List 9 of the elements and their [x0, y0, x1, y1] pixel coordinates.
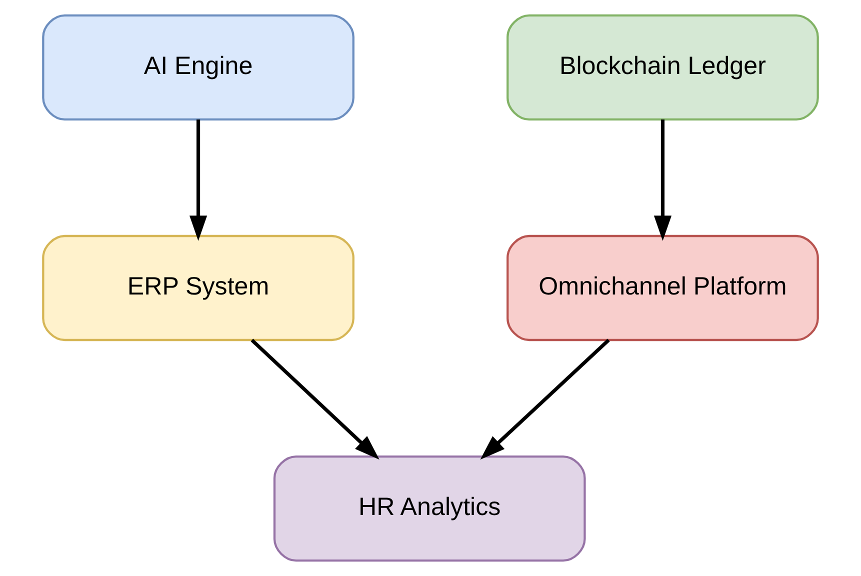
arrow [189, 120, 208, 241]
arrow [250, 338, 380, 460]
node-box: HR Analytics [273, 455, 586, 562]
arrow [654, 120, 672, 241]
node-box: Blockchain Ledger [506, 14, 819, 121]
arrow [480, 338, 610, 460]
node-box: AI Engine [42, 14, 354, 121]
node-box: Omnichannel Platform [506, 234, 819, 342]
node-box: ERP System [42, 234, 354, 342]
